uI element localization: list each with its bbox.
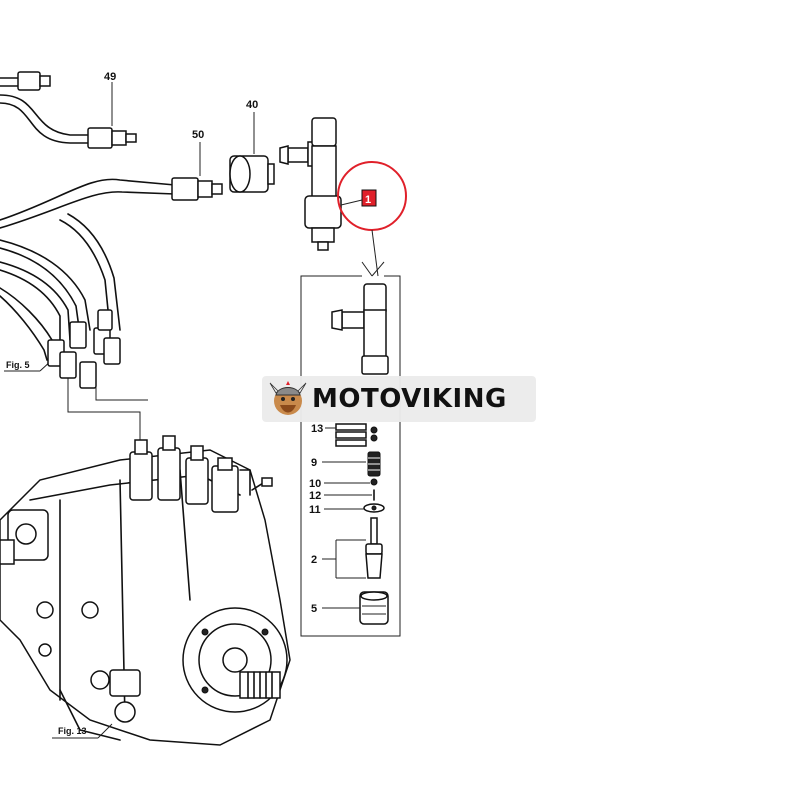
injector-body-exploded: [331, 283, 389, 375]
nozzle-nut: [359, 591, 389, 625]
callout-49: 49: [104, 71, 116, 83]
spacer: [363, 503, 385, 513]
callout-9: 9: [311, 457, 317, 469]
part-50-nut: [171, 142, 223, 201]
callout-50: 50: [192, 129, 204, 141]
injection-pump: [0, 435, 291, 746]
fig-13-ref: Fig. 13: [58, 726, 87, 736]
part-49-nut: [87, 82, 137, 149]
callout-2: 2: [311, 554, 317, 566]
exploded-view-frame: [300, 261, 401, 637]
nozzle: [335, 517, 383, 579]
watermark-banner: MOTOVIKING: [262, 376, 536, 422]
spring-seat: [370, 478, 378, 486]
callout-12: 12: [309, 490, 321, 502]
pipe-nut-top: [17, 71, 51, 91]
callout-1: 1: [365, 194, 371, 206]
pipe-nuts-bundle: [47, 309, 121, 389]
fig-5-ref: Fig. 5: [6, 360, 30, 370]
injector-assembly-top: [279, 117, 342, 251]
viking-logo-icon: [269, 381, 307, 415]
callout-11: 11: [309, 504, 321, 516]
callout-13: 13: [311, 423, 323, 435]
callout-5: 5: [311, 603, 317, 615]
watermark-text: MOTOVIKING: [312, 384, 507, 414]
spring: [367, 451, 381, 477]
part-40-nut: [229, 112, 275, 193]
shims-stack: [335, 423, 378, 447]
callout-1-box: [361, 189, 377, 207]
callout-10: 10: [309, 478, 321, 490]
fuel-pipe-group: [0, 77, 176, 361]
callout-40: 40: [246, 99, 258, 111]
